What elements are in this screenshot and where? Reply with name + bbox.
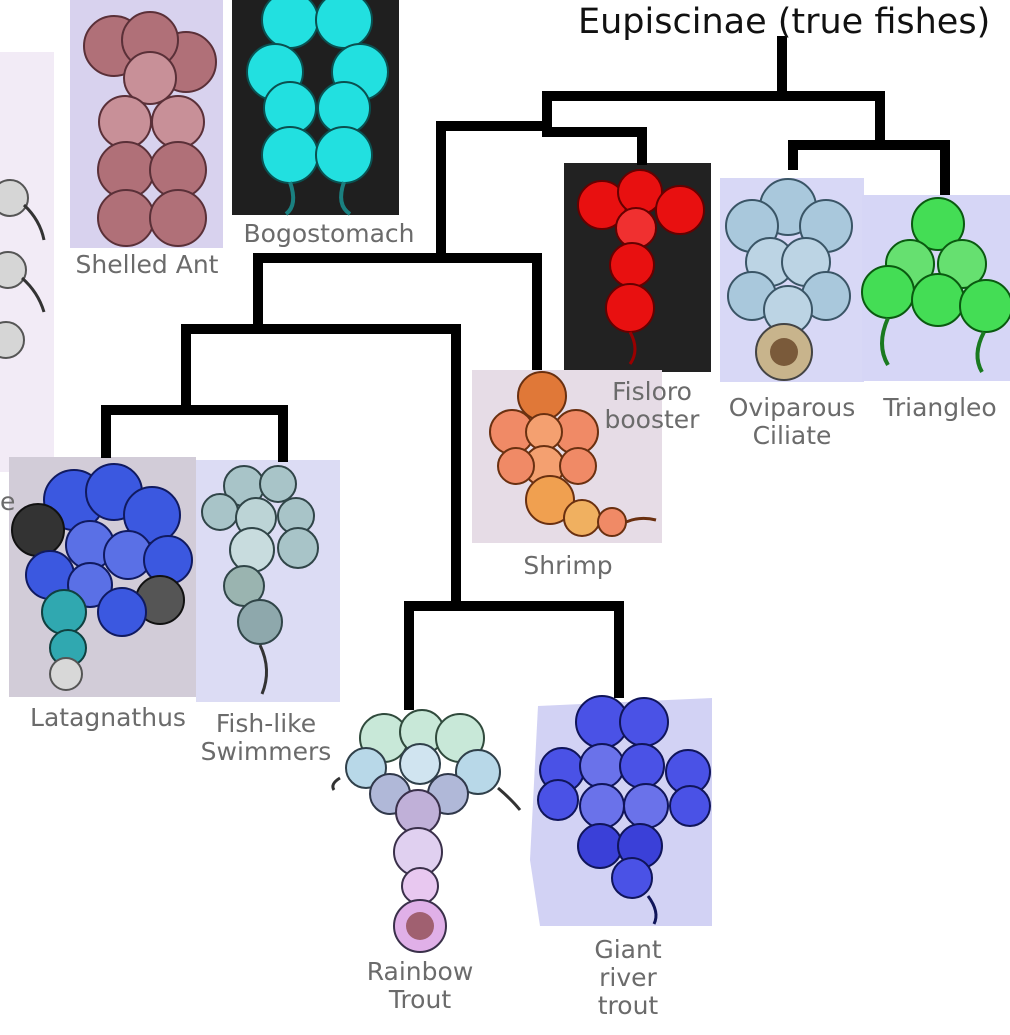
label-edge-fragment: e [0,487,16,516]
clade-title: Eupiscinae (true fishes) [578,2,991,42]
label-rainbow-trout: Rainbow Trout [366,957,474,1014]
latagnathus-drawing [9,457,196,697]
giant-river-trout-drawing [530,695,712,926]
node-left-clade [436,121,547,258]
phylogenetic-tree [101,36,950,710]
label-fish-like-swimmers: Fish-like Swimmers [200,709,332,766]
triangleo-drawing [861,195,1010,381]
node-trouts [404,601,624,710]
label-triangleo: Triangleo [883,393,997,422]
label-latagnathus: Latagnathus [30,703,186,732]
node-ciliate-triangleo [788,140,950,195]
bogostomach-drawing [232,0,399,216]
fisloro-booster-drawing [564,163,711,372]
label-oviparous-ciliate: Oviparous Ciliate [728,393,856,450]
shrimp-drawing [472,370,662,543]
node-lat-trout [181,324,461,606]
label-fisloro-booster: Fisloro booster [604,377,700,434]
fish-like-swimmers-drawing [196,460,340,702]
oviparous-ciliate-drawing [720,178,864,382]
label-giant-river-trout: Giant river trout [594,935,662,1020]
partial-organism-left [0,52,54,472]
label-shelled-ant: Shelled Ant [75,250,219,279]
rainbow-trout-drawing [331,709,522,953]
node-lat-fish [101,405,288,462]
node-root [542,91,885,145]
label-shrimp: Shrimp [523,551,613,580]
shelled-ant-drawing [70,0,223,248]
node-shrimp-clade [253,253,542,370]
label-bogostomach: Bogostomach [243,219,415,248]
node-fisloro-branch [542,126,647,165]
